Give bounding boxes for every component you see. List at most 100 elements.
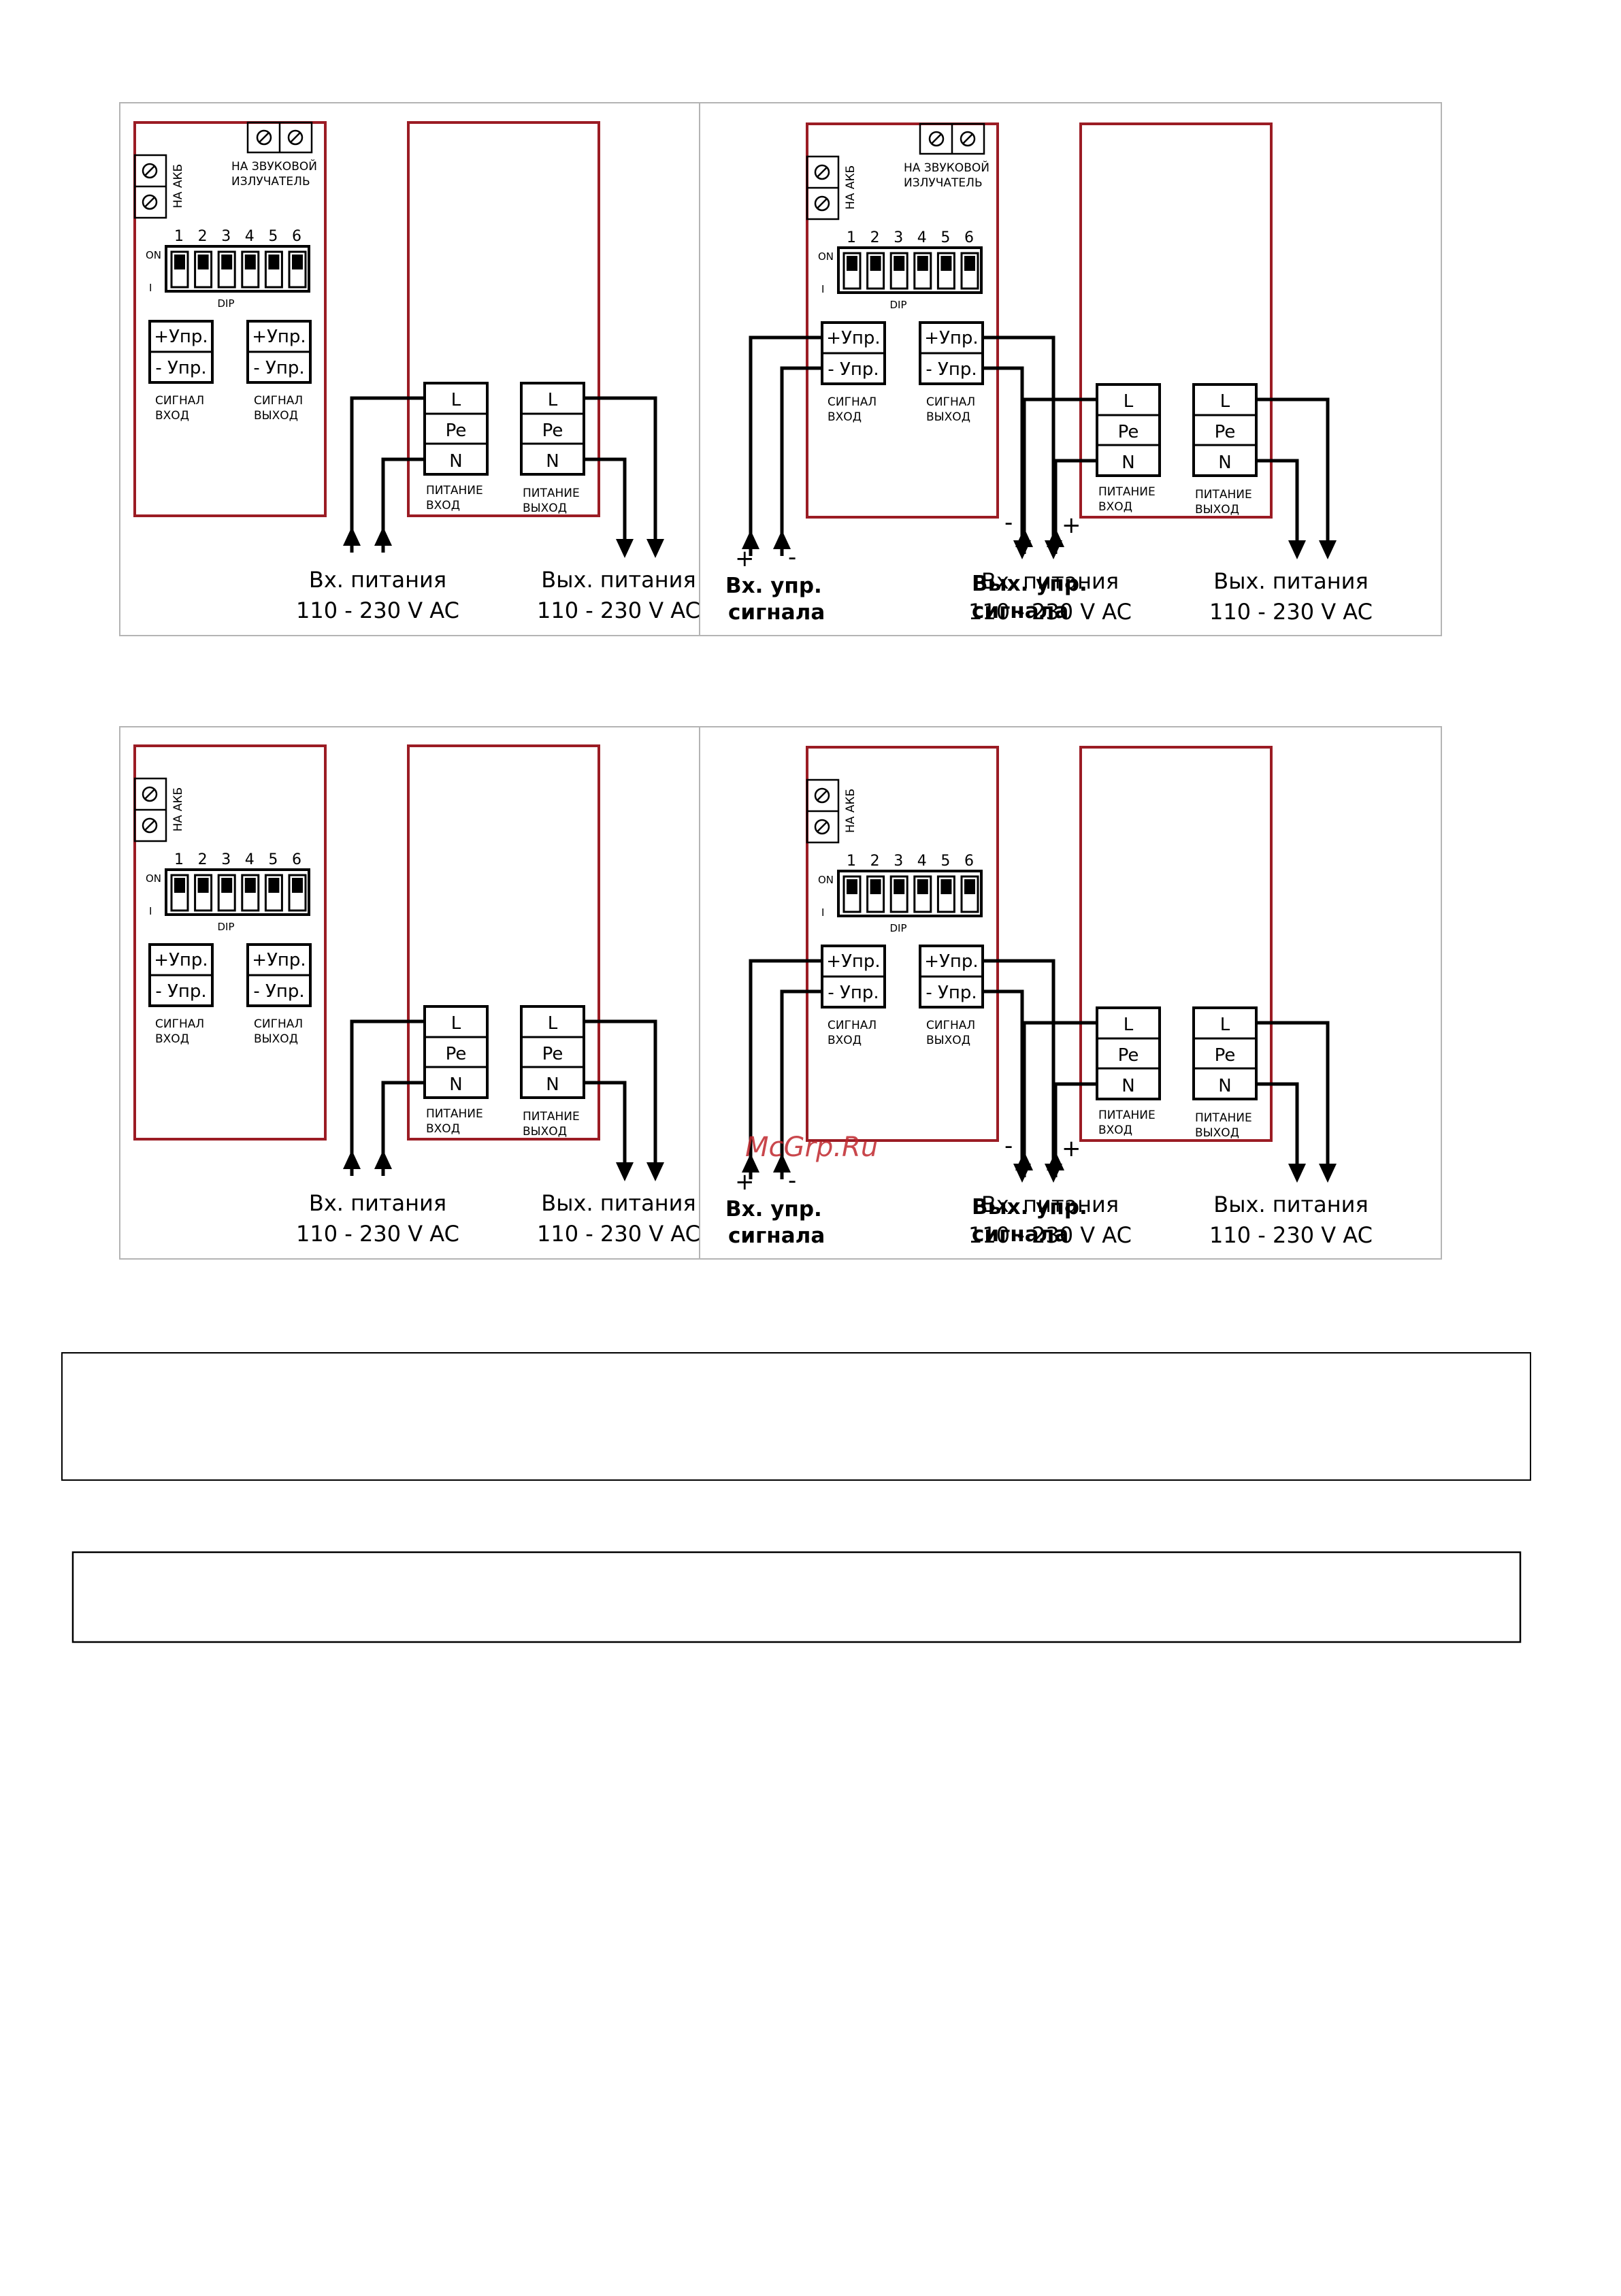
power-out-n-label: N [546, 1075, 559, 1095]
dip-switch-6-lever [964, 879, 975, 894]
dip-switch-6-lever [964, 256, 975, 271]
dip-number-2: 2 [870, 853, 880, 870]
power-out-terminal-block [520, 382, 585, 476]
power-in-n-wire [381, 457, 425, 553]
dip-number-3: 3 [894, 853, 903, 870]
signal-in-minus-wire [780, 989, 822, 1179]
signal-out-plus-sign: + [1062, 1135, 1081, 1162]
power-out-l-arrow-icon [1319, 1164, 1337, 1183]
signal-out-caption: Вых. упр. [972, 572, 1087, 596]
dip-switch-body [165, 868, 310, 916]
dip-off-label: I [821, 283, 824, 295]
dip-switch-6-lever [292, 255, 303, 269]
signal-in-minus-wire [780, 366, 822, 556]
signal-out-plus-arrow-icon [1045, 1164, 1062, 1183]
dip-on-label: ON [818, 250, 834, 263]
power-housing [1079, 122, 1273, 519]
dip-label: DIP [217, 921, 234, 933]
power-in-pe-label: Pe [1118, 1045, 1139, 1066]
dip-number-1: 1 [847, 853, 856, 870]
dip-switch-3-lever [221, 878, 233, 893]
dip-switch-3-lever [894, 256, 905, 271]
signal-out-minus-arrow-icon [1013, 1164, 1031, 1183]
dip-switch-6-lever [292, 878, 303, 893]
dip-label: DIP [889, 299, 906, 311]
buzzer-screw-2-icon [287, 129, 304, 146]
power-in-n-arrow-icon [374, 1150, 392, 1169]
buzzer-screw-1-icon [928, 131, 945, 147]
power-out-l-label: L [548, 390, 558, 410]
signal-out-minus-label: - Упр. [926, 359, 977, 380]
dip-number-5: 5 [940, 229, 950, 246]
signal-out-caption: Вых. упр. [972, 1195, 1087, 1219]
dip-switch-3-lever [221, 255, 233, 269]
signal-in-caption: Вх. упр. [725, 574, 822, 598]
power-in-caption-1: ПИТАНИЕ [1098, 1109, 1156, 1122]
signal-out-minus-label: - Упр. [253, 358, 304, 378]
power-out-n-arrow-icon [1288, 1164, 1306, 1183]
power-out-caption-1: ПИТАНИЕ [523, 487, 580, 500]
dip-switch-4-lever [917, 256, 928, 271]
power-out-l-arrow-icon [646, 1162, 664, 1181]
power-in-l-label: L [451, 390, 461, 410]
power-out-terminal-block [1192, 1006, 1258, 1100]
power-out-l-label: L [1220, 1015, 1230, 1035]
signal-in-plus-label: +Упр. [154, 327, 208, 347]
power-in-caption-1: ПИТАНИЕ [426, 484, 483, 497]
power-in-caption: Вх. питания [309, 1190, 446, 1216]
power-out-l-arrow-icon [646, 539, 664, 558]
empty-box-lower [71, 1551, 1522, 1643]
dip-number-4: 4 [245, 228, 255, 245]
signal-in-caption-2: ВХОД [155, 409, 189, 423]
signal-in-caption-2: ВХОД [828, 410, 862, 424]
power-in-n-arrow-icon [374, 527, 392, 546]
power-in-terminal-block [423, 382, 489, 476]
controller-housing [133, 744, 327, 1141]
power-in-voltage: 110 - 230 V AC [296, 597, 459, 623]
signal-out-caption-2: ВЫХОД [254, 409, 298, 423]
controller-housing [133, 121, 327, 517]
buzzer-screw-1-icon-slot [259, 132, 269, 143]
power-out-caption: Вых. питания [1213, 1192, 1368, 1217]
akb-screw-2-icon [142, 194, 158, 210]
signal-out-caption-1: СИГНАЛ [926, 395, 975, 409]
dip-number-5: 5 [268, 228, 278, 245]
signal-out-minus-label: - Упр. [926, 983, 977, 1003]
power-out-caption: Вых. питания [541, 567, 695, 593]
power-in-l-wire [350, 396, 425, 553]
signal-in-plus-label: +Упр. [154, 950, 208, 970]
power-in-caption-1: ПИТАНИЕ [426, 1107, 483, 1121]
power-housing [1079, 746, 1273, 1142]
power-in-caption: Вх. питания [309, 567, 446, 593]
power-in-pe-label: Pe [446, 1044, 467, 1064]
signal-out-plus-sign: + [1062, 512, 1081, 539]
signal-out-minus-sign: - [1004, 509, 1013, 536]
power-in-terminal-block [1096, 383, 1161, 477]
signal-in-caption-2: сигнала [728, 600, 825, 625]
power-out-n-arrow-icon [616, 539, 634, 558]
power-out-n-label: N [1218, 453, 1231, 473]
signal-out-minus-sign: - [1004, 1132, 1013, 1160]
signal-in-plus-wire [749, 959, 822, 1179]
power-in-pe-label: Pe [446, 421, 467, 441]
dip-number-4: 4 [917, 853, 927, 870]
dip-switch-5-lever [268, 255, 280, 269]
dip-number-2: 2 [870, 229, 880, 246]
dip-label: DIP [889, 922, 906, 934]
power-out-pe-label: Pe [542, 1044, 563, 1064]
frame-row-1 [119, 102, 1442, 636]
signal-in-minus-sign: - [788, 544, 796, 571]
signal-out-caption-2: сигнала [972, 599, 1068, 623]
power-in-voltage: 110 - 230 V AC [968, 599, 1132, 625]
dip-on-label: ON [146, 249, 161, 261]
dip-switch-2-lever [870, 879, 881, 894]
signal-in-minus-label: - Упр. [155, 981, 206, 1002]
buzzer-label-line-2: ИЗЛУЧАТЕЛЬ [904, 176, 983, 190]
signal-in-minus-arrow-icon [773, 530, 791, 549]
power-out-voltage: 110 - 230 V AC [537, 1221, 700, 1247]
power-out-l-label: L [548, 1013, 558, 1034]
dip-switch-4-lever [244, 255, 256, 269]
buzzer-label-line-1: НА ЗВУКОВОЙ [904, 160, 989, 175]
